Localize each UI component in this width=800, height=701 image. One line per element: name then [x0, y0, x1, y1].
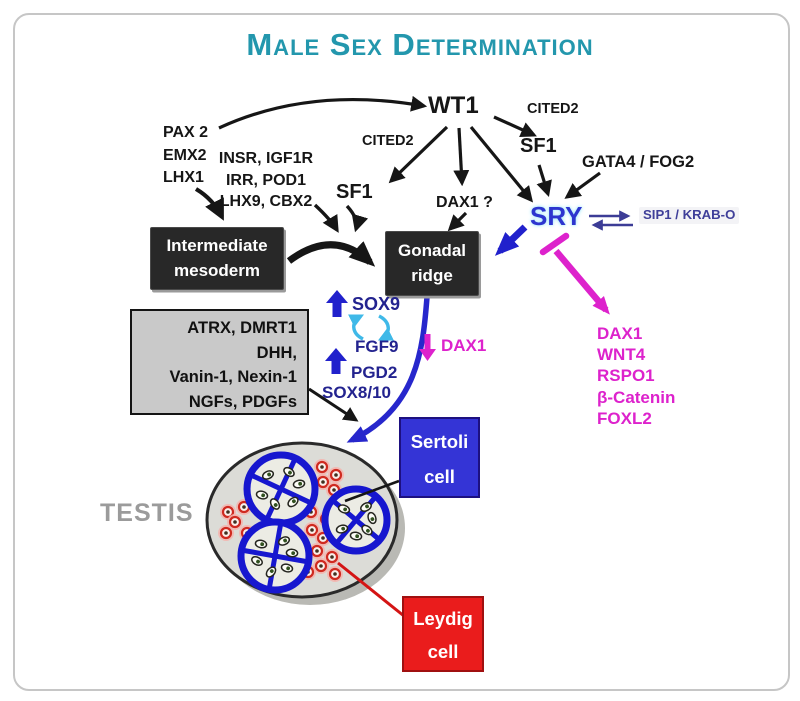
- gene-lhx1: LHX1: [163, 169, 204, 186]
- leydig-line2: cell: [427, 641, 459, 662]
- intermediate-mesoderm-line1: Intermediate: [166, 236, 268, 255]
- arrow-sf1mid-curved: [345, 204, 369, 233]
- arrow-gonadal-ridge-to-testis: [346, 296, 430, 443]
- gene-foxl2: FOXL2: [597, 408, 652, 428]
- female-genes-list: DAX1 WNT4 RSPO1 β-Catenin FOXL2: [597, 323, 675, 429]
- factors-line3: Vanin-1, Nexin-1: [169, 368, 297, 386]
- arrow-wt1-to-sry: [469, 125, 534, 203]
- leydig-line1: Leydig: [413, 608, 473, 629]
- gene-dax1: DAX1: [597, 324, 643, 343]
- down-arrow-dax1-icon: [419, 334, 436, 361]
- testis-illustration: [205, 441, 405, 605]
- up-arrow-pgd2-icon: [325, 348, 347, 374]
- gene-sox9: SOX9: [352, 294, 401, 314]
- line-leydig-to-cells: [337, 561, 405, 618]
- page-title: Male Sex Determination: [246, 27, 594, 62]
- arrow-dax1-to-gonadal-ridge: [447, 211, 468, 232]
- gene-pax2: PAX 2: [163, 124, 209, 141]
- gene-irr-pod1: IRR, POD1: [225, 171, 306, 189]
- testis-label: TESTIS: [100, 499, 194, 527]
- factors-line2: DHH,: [256, 343, 297, 362]
- gene-pgd2: PGD2: [351, 363, 398, 382]
- seminiferous-tubule: [237, 518, 313, 594]
- cycle-arrow-right: [377, 314, 394, 341]
- gene-gata4-fog2: GATA4 / FOG2: [582, 153, 695, 171]
- inhibition-line-female-genes-sry: [553, 248, 610, 315]
- gene-cited2-right: CITED2: [527, 101, 579, 117]
- arrow-lhx9-curved: [313, 203, 339, 233]
- gonadal-ridge-line2: ridge: [411, 266, 453, 285]
- arrow-wt1-to-sf1-mid: [388, 125, 449, 184]
- intermediate-mesoderm-line2: mesoderm: [174, 261, 260, 280]
- arrow-sry-to-gonadal-ridge: [494, 224, 528, 256]
- intermediate-mesoderm-box: Intermediate mesoderm: [150, 227, 284, 290]
- line-sertoli-to-tubule: [344, 479, 400, 503]
- gene-dax1-down: DAX1: [441, 336, 487, 355]
- arrow-pax2-to-wt1: [218, 95, 428, 130]
- regulatory-arrows-black: [194, 95, 601, 503]
- arrow-wt1-to-dax1: [453, 127, 470, 187]
- arrow-mesoderm-to-gonadal-ridge: [286, 241, 376, 267]
- gene-rspo1: RSPO1: [597, 366, 655, 386]
- arrow-wt1-to-sf1-top: [493, 115, 537, 138]
- gene-sip1-krab-o: SIP1 / KRAB-O: [639, 207, 740, 224]
- testis-factors-box: ATRX, DMRT1 DHH, Vanin-1, Nexin-1 NGFs, …: [130, 309, 309, 415]
- gene-group-insr: INSR, IGF1R IRR, POD1 LHX9, CBX2: [196, 148, 336, 213]
- gene-insr-igf1r: INSR, IGF1R: [218, 150, 314, 167]
- gene-wnt4: WNT4: [597, 345, 646, 365]
- cycle-arrow-left: [348, 314, 365, 341]
- gene-dax1-question: DAX1 ?: [436, 194, 493, 211]
- gene-sf1-mid: SF1: [336, 181, 373, 203]
- arrow-factors-to-testis: [308, 387, 359, 422]
- gonadal-ridge-box: Gonadal ridge: [385, 231, 479, 296]
- sertoli-line2: cell: [424, 466, 455, 487]
- arrow-lhx1-to-mesoderm: [194, 187, 224, 221]
- arrow-gata4-to-sry: [564, 171, 601, 199]
- gene-beta-catenin: β-Catenin: [597, 387, 676, 407]
- gene-cited2-left: CITED2: [362, 133, 414, 149]
- gene-fgf9: FGF9: [355, 337, 399, 356]
- gene-wt1: WT1: [428, 92, 479, 119]
- arrow-sf1-to-sry: [536, 164, 552, 198]
- gene-sry: SRY: [530, 201, 583, 231]
- sertoli-line1: Sertoli: [410, 431, 469, 452]
- factors-line4: NGFs, PDGFs: [188, 392, 297, 411]
- factors-line1: ATRX, DMRT1: [187, 319, 297, 337]
- gene-sf1-top: SF1: [520, 135, 557, 157]
- gene-sox8-10: SOX8/10: [322, 383, 391, 402]
- sertoli-cell-box: Sertoli cell: [399, 417, 480, 498]
- up-arrow-sox9-icon: [326, 290, 348, 317]
- inhibition-bar-at-sry: [539, 232, 570, 256]
- fgf9-sox9-cycle-icon: [348, 314, 394, 341]
- gene-group-pax2: PAX 2 EMX2 LHX1: [163, 122, 208, 190]
- equilibrium-arrows: [589, 210, 633, 231]
- gonadal-ridge-line1: Gonadal: [397, 241, 466, 260]
- gene-emx2: EMX2: [163, 146, 207, 164]
- gene-lhx9-cbx2: LHX9, CBX2: [219, 193, 313, 210]
- page-frame: [13, 13, 790, 691]
- leydig-cell-box: Leydig cell: [402, 596, 484, 672]
- seminiferous-tubule: [321, 485, 391, 555]
